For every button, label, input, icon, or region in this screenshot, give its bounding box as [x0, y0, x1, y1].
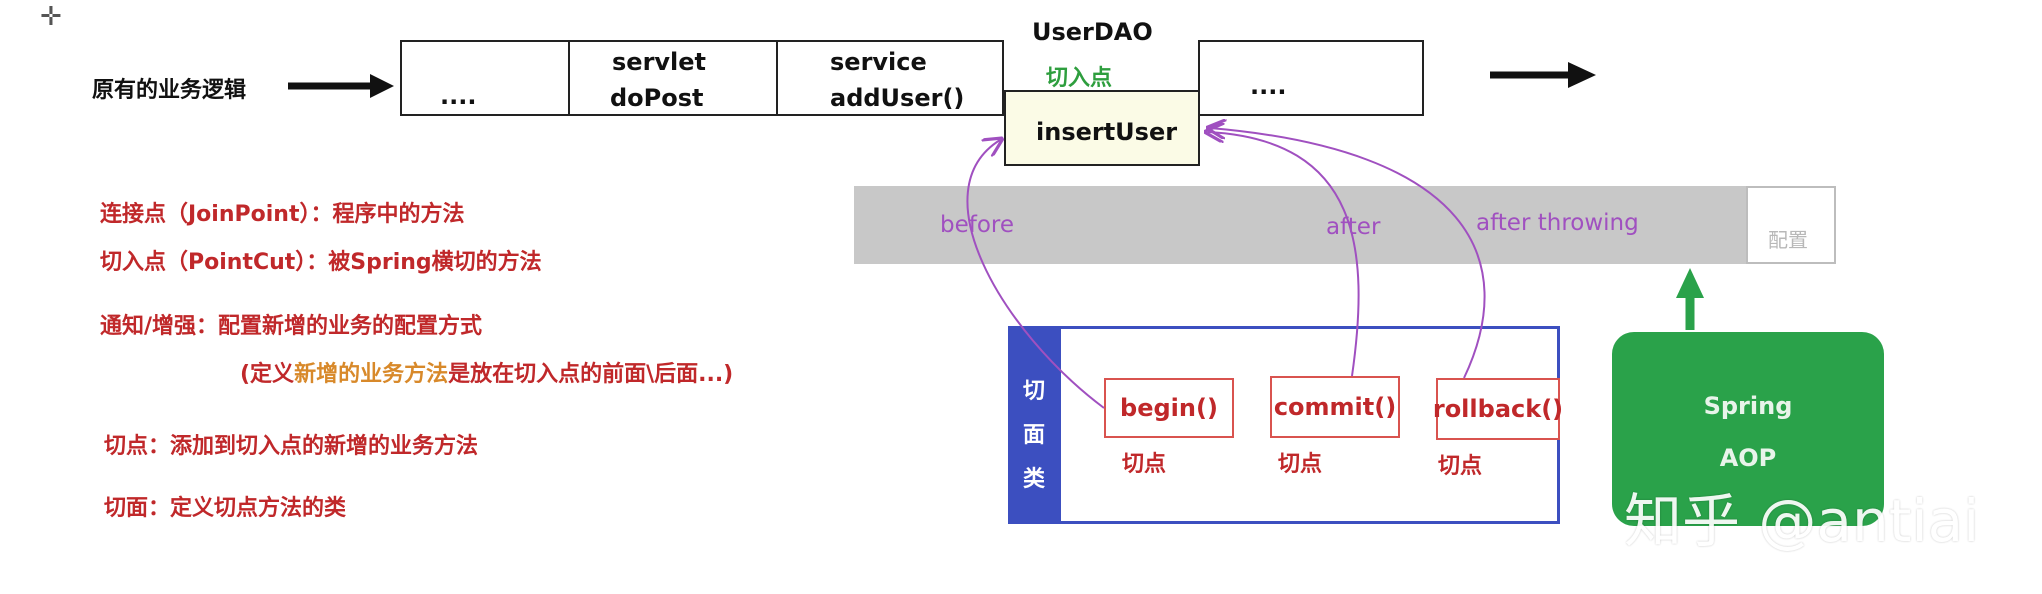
method-rollback: rollback()	[1433, 378, 1563, 440]
cell-ellipsis-right: ....	[1250, 72, 1287, 100]
right-arrow-head	[1568, 62, 1596, 88]
method-begin-label: 切点	[1122, 452, 1167, 477]
insert-user-box: insertUser	[1004, 90, 1200, 166]
curve-before	[966, 140, 1105, 409]
userdao-label: UserDAO	[1032, 18, 1153, 46]
box-service: service addUser()	[776, 40, 1004, 116]
insert-user-label: insertUser	[1036, 118, 1178, 146]
curve-after-throwing	[1210, 128, 1486, 379]
box-ellipsis-left: ....	[400, 40, 570, 116]
advice-before: before	[940, 212, 1015, 238]
def-advice: 通知/增强：配置新增的业务的配置方式	[100, 314, 483, 339]
pointcut-green-label: 切入点	[1046, 66, 1113, 91]
cell-service: service	[830, 48, 927, 76]
aspect-side-char-1: 切	[1023, 379, 1046, 404]
def-pointcut: 切入点（PointCut）：被Spring横切的方法	[100, 250, 542, 275]
spring-aop-box: Spring AOP	[1612, 332, 1884, 526]
left-arrow-head	[370, 74, 394, 98]
method-commit-label: 切点	[1278, 452, 1323, 477]
def-aspect: 切面：定义切点方法的类	[104, 496, 347, 521]
cell-adduser: addUser()	[830, 84, 965, 112]
def-advice-note: (定义新增的业务方法是放在切入点的前面\后面...)	[240, 356, 733, 388]
def-joinpoint: 连接点（JoinPoint）：程序中的方法	[100, 202, 465, 227]
cell-ellipsis-left: ....	[440, 82, 477, 110]
advice-after-throwing: after throwing	[1476, 210, 1639, 236]
config-band	[854, 186, 1836, 264]
cell-servlet: servlet	[612, 48, 707, 76]
method-rollback-label: 切点	[1438, 454, 1483, 479]
def-cut-point: 切点：添加到切入点的新增的业务方法	[104, 434, 479, 459]
original-logic-label: 原有的业务逻辑	[92, 78, 247, 103]
spring-aop-line1: Spring	[1703, 392, 1793, 420]
aspect-side-bar: 切 面 类	[1011, 329, 1061, 521]
config-label: 配置	[1768, 228, 1808, 252]
method-commit: commit()	[1270, 376, 1400, 438]
cell-dopost: doPost	[610, 84, 704, 112]
advice-note-suffix: 是放在切入点的前面\后面...)	[448, 362, 734, 387]
aspect-side-char-2: 面	[1023, 423, 1046, 448]
advice-note-prefix: (定义	[240, 362, 295, 387]
box-ellipsis-right: ....	[1198, 40, 1424, 116]
advice-note-highlight: 新增的业务方法	[294, 362, 449, 387]
config-box[interactable]: 配置	[1746, 186, 1836, 264]
spring-up-arrow-head	[1676, 268, 1704, 298]
crosshair-icon: ✛	[40, 2, 62, 32]
aspect-side-char-3: 类	[1023, 467, 1046, 492]
method-begin: begin()	[1104, 378, 1234, 438]
curve-after	[1208, 132, 1360, 377]
advice-after: after	[1326, 214, 1381, 240]
box-servlet: servlet doPost	[568, 40, 778, 116]
spring-aop-line2: AOP	[1719, 444, 1777, 472]
watermark: 知乎 @antiai	[1624, 487, 1980, 555]
